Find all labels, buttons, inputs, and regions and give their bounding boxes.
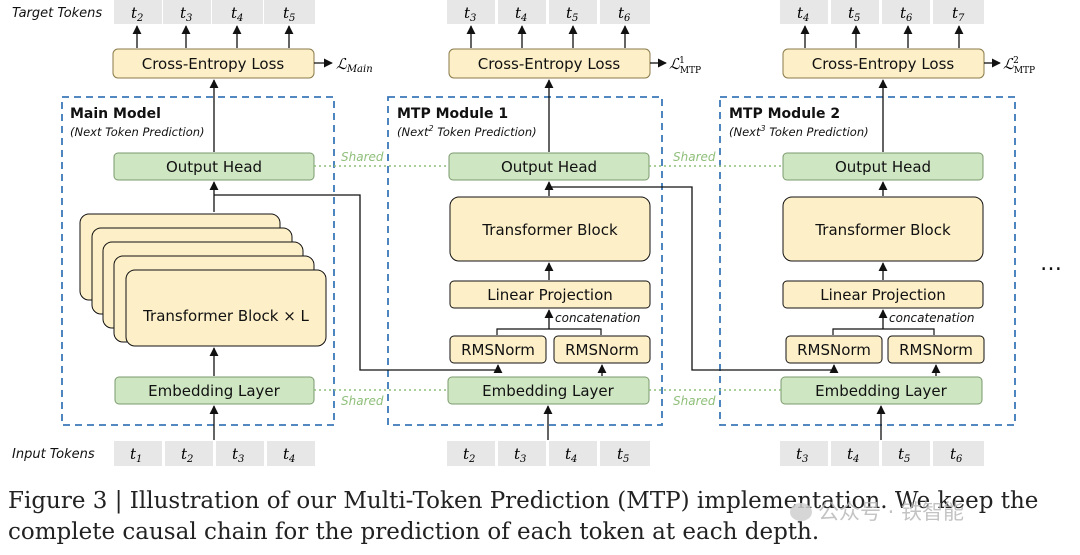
main-loss-symbol: ℒMain bbox=[336, 55, 373, 75]
shared-head-1-label: Shared bbox=[341, 150, 384, 164]
svg-text:t5: t5 bbox=[617, 445, 629, 465]
shared-head-2-label: Shared bbox=[673, 150, 716, 164]
svg-text:t4: t4 bbox=[283, 445, 295, 465]
mtp1-rmsnorm-left bbox=[449, 335, 547, 364]
svg-text:t4: t4 bbox=[231, 4, 243, 24]
main-model-frame bbox=[61, 96, 335, 426]
mtp1-linear-projection bbox=[449, 280, 651, 309]
mtp1-input-tokens: t2 t3 t4 t5 bbox=[447, 441, 650, 466]
mtp1-loss-label: Cross-Entropy Loss bbox=[478, 55, 621, 73]
shared-emb-2-label: Shared bbox=[673, 394, 716, 408]
mtp2-output-head bbox=[782, 152, 984, 181]
shared-emb-1-label: Shared bbox=[341, 394, 384, 408]
svg-text:t3: t3 bbox=[232, 445, 244, 465]
mtp-module-1: MTP Module 1 (Next2 Token Prediction) t3… bbox=[387, 0, 701, 466]
mtp1-title: MTP Module 1 bbox=[397, 106, 508, 122]
mtp2-linear-label: Linear Projection bbox=[820, 286, 946, 304]
mtp2-title: MTP Module 2 bbox=[729, 106, 840, 122]
mtp1-transformer-label: Transformer Block bbox=[481, 221, 618, 239]
main-model: Main Model (Next Token Prediction) t2 t3… bbox=[61, 0, 373, 466]
mtp1-linear-label: Linear Projection bbox=[487, 286, 613, 304]
target-tokens-label: Target Tokens bbox=[12, 6, 102, 21]
mtp1-loss-symbol: ℒMTP1 bbox=[669, 55, 701, 76]
figure-caption: Figure 3 | Illustration of our Multi-Tok… bbox=[8, 486, 1072, 548]
svg-text:t3: t3 bbox=[796, 445, 808, 465]
main-model-title: Main Model bbox=[70, 106, 161, 122]
mtp2-target-tokens: t4 t5 t6 t7 bbox=[780, 0, 984, 24]
mtp2-rmsnorm-right bbox=[887, 335, 985, 364]
svg-text:t7: t7 bbox=[952, 4, 965, 24]
svg-text:t4: t4 bbox=[847, 445, 859, 465]
svg-text:t4: t4 bbox=[797, 4, 809, 24]
mtp2-rmsnorm-right-label: RMSNorm bbox=[899, 341, 973, 359]
svg-text:t5: t5 bbox=[898, 445, 910, 465]
mtp2-linear-projection bbox=[782, 280, 984, 309]
mtp2-embedding-label: Embedding Layer bbox=[815, 382, 948, 400]
main-loss-label: Cross-Entropy Loss bbox=[142, 55, 285, 73]
svg-text:t1: t1 bbox=[130, 445, 142, 465]
svg-text:t6: t6 bbox=[900, 4, 913, 24]
watermark: 公众号 · 铁智能 bbox=[790, 496, 964, 526]
mtp2-concatenation-label: concatenation bbox=[889, 311, 975, 325]
mtp-module-2: MTP Module 2 (Next3 Token Prediction) t4… bbox=[719, 0, 1035, 466]
svg-text:t2: t2 bbox=[181, 445, 193, 465]
figure-label: Figure 3 | bbox=[8, 488, 130, 514]
main-transformer-label: Transformer Block × L bbox=[142, 307, 309, 325]
svg-text:t2: t2 bbox=[131, 4, 143, 24]
svg-text:t3: t3 bbox=[514, 445, 526, 465]
main-input-tokens: t1 t2 t3 t4 bbox=[114, 441, 315, 466]
mtp2-transformer-label: Transformer Block bbox=[814, 221, 951, 239]
input-tokens-label: Input Tokens bbox=[12, 447, 95, 462]
svg-text:t3: t3 bbox=[464, 4, 476, 24]
mtp2-loss-label: Cross-Entropy Loss bbox=[812, 55, 955, 73]
mtp2-rmsnorm-left-label: RMSNorm bbox=[797, 341, 871, 359]
mtp2-loss-symbol: ℒMTP2 bbox=[1003, 55, 1035, 76]
mtp2-transformer-block bbox=[782, 196, 984, 262]
main-target-tokens: t2 t3 t4 t5 bbox=[114, 0, 315, 24]
main-model-subtitle: (Next Token Prediction) bbox=[70, 125, 205, 139]
svg-text:t4: t4 bbox=[565, 445, 577, 465]
mtp1-concatenation-label: concatenation bbox=[555, 311, 641, 325]
mtp2-subtitle: (Next3 Token Prediction) bbox=[729, 124, 869, 139]
mtp2-frame bbox=[719, 96, 1016, 426]
main-embedding-label: Embedding Layer bbox=[148, 382, 281, 400]
svg-text:t4: t4 bbox=[515, 4, 527, 24]
mtp1-target-tokens: t3 t4 t5 t6 bbox=[447, 0, 650, 24]
mtp1-subtitle: (Next2 Token Prediction) bbox=[397, 124, 537, 139]
mtp-diagram: Target Tokens Input Tokens … Main Model … bbox=[12, 0, 1062, 466]
hidden-state-connections bbox=[214, 186, 839, 374]
ellipsis: … bbox=[1040, 251, 1062, 276]
mtp2-rmsnorm-left bbox=[785, 335, 883, 364]
mtp1-embedding-label: Embedding Layer bbox=[482, 382, 615, 400]
svg-text:t5: t5 bbox=[566, 4, 578, 24]
svg-text:t3: t3 bbox=[180, 4, 192, 24]
svg-text:t2: t2 bbox=[463, 445, 475, 465]
mtp1-output-head-label: Output Head bbox=[501, 158, 597, 176]
mtp2-input-tokens: t3 t4 t5 t6 bbox=[780, 441, 984, 466]
mtp2-output-head-label: Output Head bbox=[835, 158, 931, 176]
mtp1-frame bbox=[387, 96, 663, 426]
svg-text:t6: t6 bbox=[618, 4, 631, 24]
shared-links: Shared Shared Shared Shared bbox=[314, 150, 783, 408]
mtp1-rmsnorm-right bbox=[553, 335, 651, 364]
svg-text:t6: t6 bbox=[950, 445, 963, 465]
figure-caption-text: Illustration of our Multi-Token Predicti… bbox=[8, 488, 1039, 545]
wechat-icon bbox=[790, 503, 812, 521]
main-output-head-label: Output Head bbox=[166, 158, 262, 176]
svg-text:t5: t5 bbox=[283, 4, 295, 24]
watermark-text: 公众号 · 铁智能 bbox=[818, 500, 965, 524]
mtp1-rmsnorm-right-label: RMSNorm bbox=[565, 341, 639, 359]
mtp1-transformer-block bbox=[449, 196, 651, 262]
svg-text:t5: t5 bbox=[848, 4, 860, 24]
main-transformer-stack: Transformer Block × L bbox=[79, 213, 327, 347]
mtp1-rmsnorm-left-label: RMSNorm bbox=[461, 341, 535, 359]
